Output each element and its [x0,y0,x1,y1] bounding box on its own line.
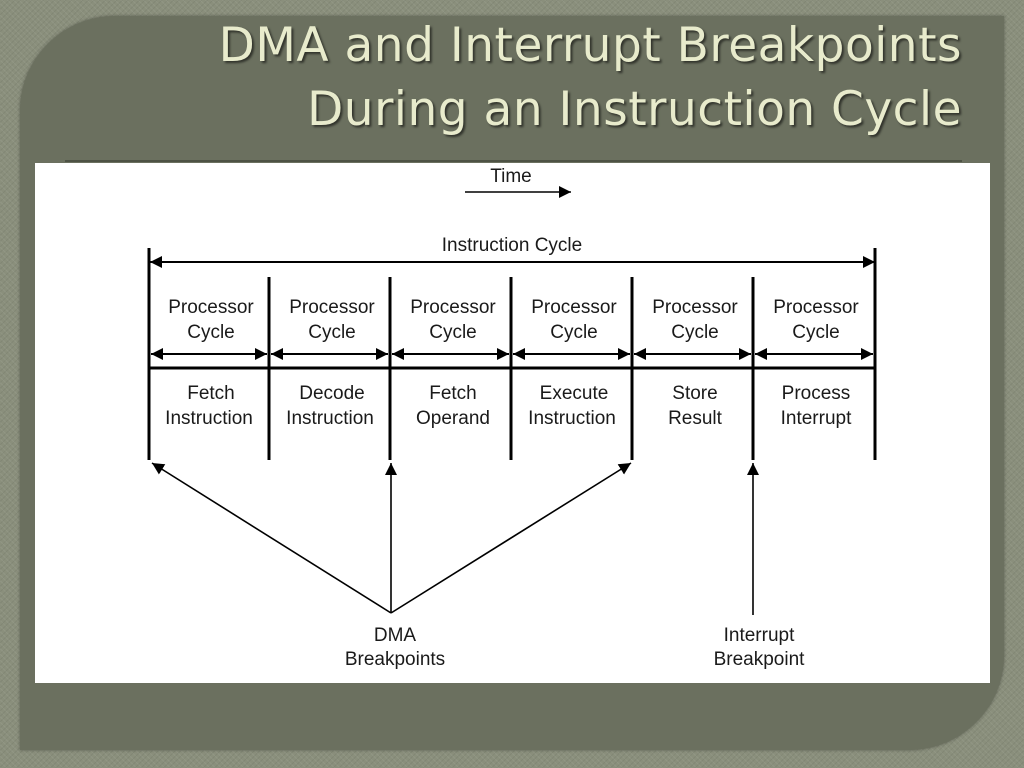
phase-step-label: Decode [299,383,365,404]
diagram-canvas: Time Instruction Cycle Processor Cycle F… [147,166,877,670]
phase-step-label: Operand [416,408,490,429]
phase-step-label: Fetch [187,383,235,404]
slide-title-line-1: DMA and Interrupt Breakpoints [218,18,962,73]
processor-cycle-label: Cycle [429,322,477,343]
phase-step-label: Result [668,408,723,429]
processor-cycle-label: Processor [531,297,617,318]
instruction-cycle-diagram: Time Instruction Cycle Processor Cycle F… [35,163,990,683]
dma-breakpoint-arrow [390,462,632,614]
phase-step-label: Execute [540,383,609,404]
dma-breakpoints-label: DMA [374,625,417,646]
processor-cycle-label: Cycle [187,322,235,343]
title-divider [65,160,962,162]
phase-step-label: Interrupt [781,408,852,429]
processor-cycle-label: Cycle [550,322,598,343]
phase-step-label: Fetch [429,383,477,404]
processor-cycle-label: Processor [289,297,375,318]
instruction-cycle-label: Instruction Cycle [442,235,582,256]
time-label: Time [490,166,532,187]
processor-cycle-label: Processor [652,297,738,318]
processor-cycle-label: Cycle [308,322,356,343]
processor-cycle-label: Cycle [792,322,840,343]
slide-title-line-2: During an Instruction Cycle [307,82,962,137]
phase-step-label: Store [672,383,717,404]
processor-cycle-label: Processor [773,297,859,318]
phase-step-label: Instruction [286,408,374,429]
phase-step-label: Instruction [165,408,253,429]
interrupt-breakpoint-label: Breakpoint [714,649,806,670]
dma-breakpoint-arrow [151,462,392,614]
slide-title: DMA and Interrupt Breakpoints During an … [62,14,962,142]
interrupt-breakpoint-label: Interrupt [724,625,795,646]
phase-step-label: Instruction [528,408,616,429]
phase-step-label: Process [782,383,851,404]
dma-breakpoints-label: Breakpoints [345,649,445,670]
processor-cycle-label: Processor [168,297,254,318]
processor-cycle-label: Processor [410,297,496,318]
processor-cycle-label: Cycle [671,322,719,343]
